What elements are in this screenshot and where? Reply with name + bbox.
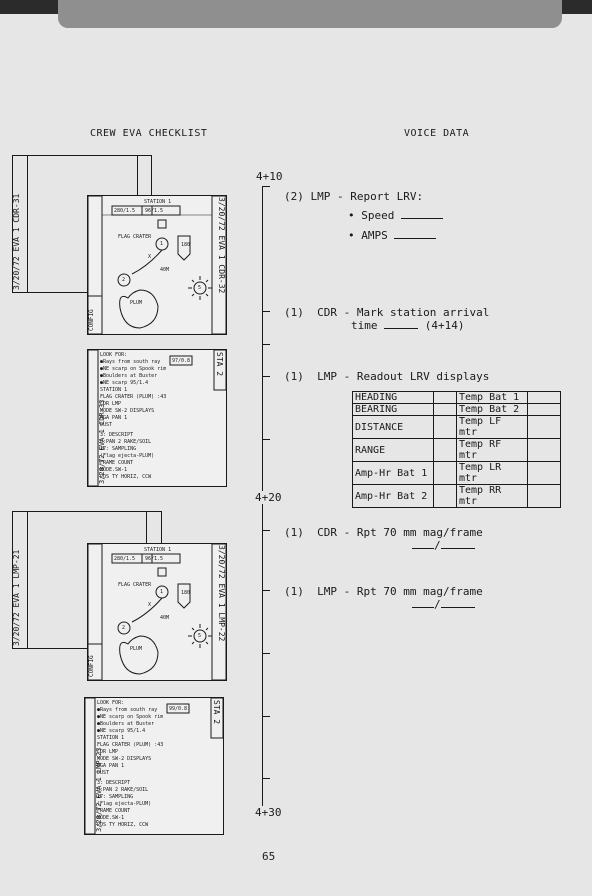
step-4: (1) CDR - Rpt 70 mm mag/frame [284,526,483,539]
map-plum: PLUM [130,300,143,306]
step-2: (1) CDR - Mark station arrival [284,306,490,319]
map-range: 96/1.5 [145,208,164,214]
map-station-label: STATION 1 [144,199,172,205]
map-x: X [148,254,152,260]
map-point-2: 2 [122,625,126,631]
map-bearing: 280/1.5 [114,208,136,214]
timeline-tick [262,376,270,377]
card-tab-cdr32: 3/20/72 EVA 1 CDR-32 [217,197,226,294]
card-tab-lmp21: 3/20/72 EVA 1 LMP-21 [12,549,21,646]
step-5: (1) LMP - Rpt 70 mm mag/frame [284,585,483,598]
map-40m: 40M [160,615,170,621]
station-map-svg [88,196,226,334]
map-card-lmp22: STATION 1 280/1.5 96/1.5 FLAG CRATER 1 1… [87,543,227,681]
timeline-tick [262,653,270,654]
page-number: 65 [262,850,276,863]
step-1: (2) LMP - Report LRV: [284,190,423,203]
step-5-blank: / [412,598,475,611]
map-point-1: 1 [160,589,164,595]
map-flag-crater: FLAG CRATER [118,234,152,240]
map-station-label: STATION 1 [144,547,172,553]
card-tab-strip [12,511,28,649]
step-1-item-amps: • AMPS [348,229,437,242]
timeline-tick [262,530,270,531]
time-end: 4+30 [255,806,282,819]
map-40m: 40M [160,267,170,273]
step-3: (1) LMP - Readout LRV displays [284,370,490,383]
map-point-1: 1 [160,241,164,247]
step-1-item-speed: • Speed [348,209,443,222]
timeline-tick [262,590,270,591]
step-1-text: LMP - Report LRV: [310,190,424,203]
map-range: 96/1.5 [145,556,164,562]
map-180: 180 [181,242,191,248]
time-start: 4+10 [256,170,283,183]
look-for-label: LOOK FOR: [97,700,125,706]
timeline-tick [262,716,270,717]
config-label: CONFIG [88,655,95,677]
map-card-cdr32: STATION 1 280/1.5 96/1.5 FLAG CRATER 1 1… [87,195,227,335]
card-tab-cdr31: 3/20/72 EVA 1 CDR-31 [12,193,21,290]
sta-label: STA 2 [212,700,221,725]
map-plum: PLUM [130,646,143,652]
card-tab-cdr33: 3/20/72 EVA 1 CDR-33 [98,399,106,484]
card-tab-strip [12,155,28,293]
station-map-svg [88,544,226,680]
card-tab-lmp22: 3/20/72 EVA 1 LMP-22 [217,545,226,642]
look-for-box: 99/0.8 [169,706,188,712]
map-point-2: 2 [122,277,126,283]
timeline-tick [262,439,270,440]
ref-card-lmp23: LOOK FOR: 99/0.8 ●Rays from south ray ●N… [84,697,224,835]
timeline-tick [262,311,270,312]
look-for-label: LOOK FOR: [100,352,128,358]
timeline-tick [262,778,270,779]
look-for-box: 97/0.8 [172,358,191,364]
map-bearing: 280/1.5 [114,556,136,562]
sta-label: STA 2 [215,352,224,377]
binder-ring [58,0,562,28]
step-2-line2: time (4+14) [351,319,465,332]
time-mid: 4+20 [255,491,282,504]
timeline-tick [262,344,270,345]
speed-blank [400,218,443,219]
map-point-5: 5 [198,633,202,639]
ref-card-cdr33: LOOK FOR: 97/0.8 ●Rays from south ray ●N… [87,349,227,487]
header-left: CREW EVA CHECKLIST [90,128,208,139]
map-point-5: 5 [198,285,202,291]
header-right: VOICE DATA [404,128,470,139]
amps-blank [394,238,437,239]
map-flag-crater: FLAG CRATER [118,582,152,588]
card-tab-lmp23: 3/20/72 EVA 1 LMP-23 [95,747,103,832]
map-180: 180 [181,590,191,596]
step-1-num: (2) [284,190,304,203]
config-label: CONFIG [88,309,95,331]
time-blank [384,328,419,329]
step-4-blank: / [412,539,475,552]
timeline-tick [262,186,270,187]
map-x: X [148,602,152,608]
